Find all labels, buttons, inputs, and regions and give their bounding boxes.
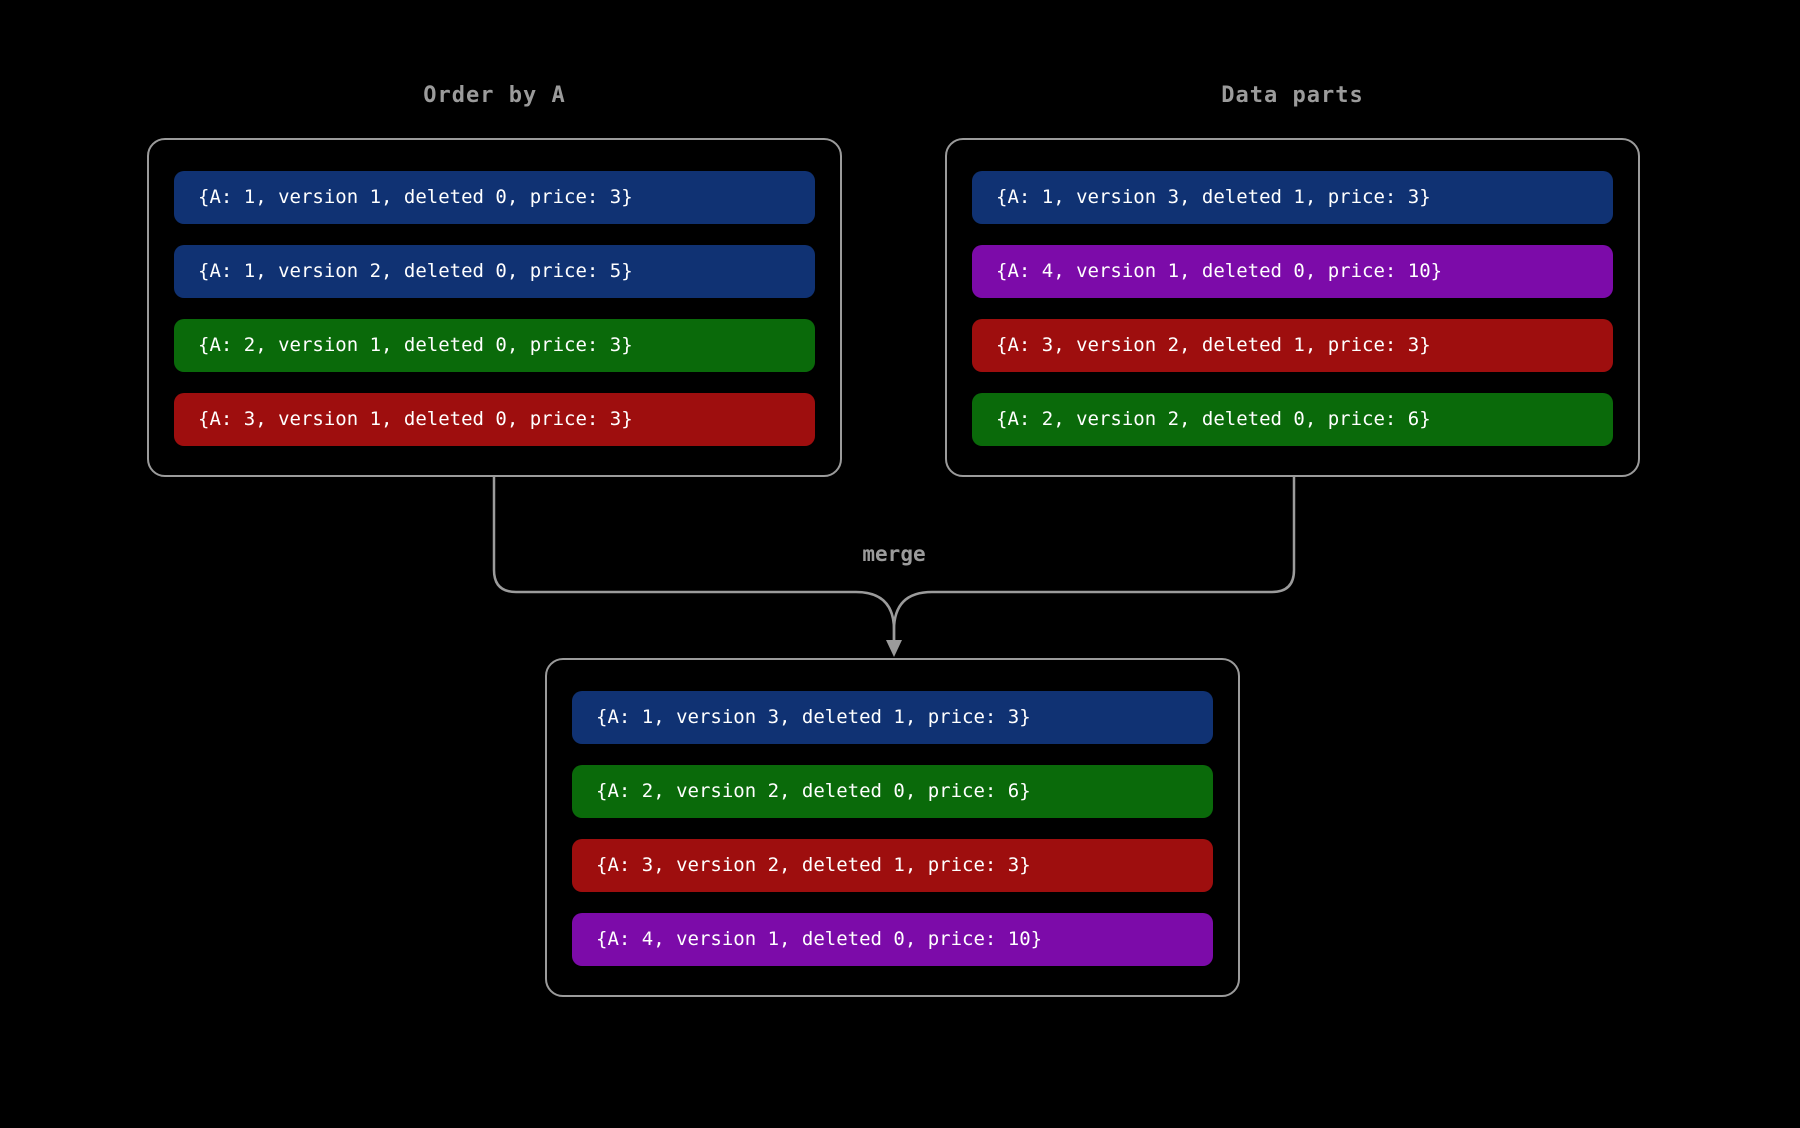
record-row: {A: 4, version 1, deleted 0, price: 10} bbox=[972, 245, 1613, 298]
record-text: {A: 1, version 3, deleted 1, price: 3} bbox=[996, 186, 1431, 208]
record-row: {A: 2, version 1, deleted 0, price: 3} bbox=[174, 319, 815, 372]
record-text: {A: 4, version 1, deleted 0, price: 10} bbox=[996, 260, 1443, 282]
record-row: {A: 2, version 2, deleted 0, price: 6} bbox=[572, 765, 1213, 818]
record-text: {A: 1, version 2, deleted 0, price: 5} bbox=[198, 260, 633, 282]
record-text: {A: 1, version 1, deleted 0, price: 3} bbox=[198, 186, 633, 208]
source-box-data-parts: Data parts {A: 1, version 3, deleted 1, … bbox=[945, 83, 1640, 477]
record-row: {A: 1, version 1, deleted 0, price: 3} bbox=[174, 171, 815, 224]
record-text: {A: 4, version 1, deleted 0, price: 10} bbox=[596, 928, 1043, 950]
record-row: {A: 4, version 1, deleted 0, price: 10} bbox=[572, 913, 1213, 966]
source-box-order-by-a: Order by A {A: 1, version 1, deleted 0, … bbox=[147, 83, 842, 477]
record-text: {A: 2, version 2, deleted 0, price: 6} bbox=[596, 780, 1031, 802]
record-row: {A: 1, version 3, deleted 1, price: 3} bbox=[972, 171, 1613, 224]
record-text: {A: 3, version 2, deleted 1, price: 3} bbox=[596, 854, 1031, 876]
arrowhead-icon bbox=[886, 640, 902, 657]
record-row: {A: 3, version 2, deleted 1, price: 3} bbox=[572, 839, 1213, 892]
record-row: {A: 2, version 2, deleted 0, price: 6} bbox=[972, 393, 1613, 446]
record-text: {A: 3, version 1, deleted 0, price: 3} bbox=[198, 408, 633, 430]
box-title-order-by-a: Order by A bbox=[423, 83, 566, 108]
record-text: {A: 1, version 3, deleted 1, price: 3} bbox=[596, 706, 1031, 728]
record-text: {A: 3, version 2, deleted 1, price: 3} bbox=[996, 334, 1431, 356]
record-row: {A: 1, version 3, deleted 1, price: 3} bbox=[572, 691, 1213, 744]
record-box-data-parts: {A: 1, version 3, deleted 1, price: 3} {A… bbox=[945, 138, 1640, 477]
box-title-data-parts: Data parts bbox=[1221, 83, 1364, 108]
merged-result-box: {A: 1, version 3, deleted 1, price: 3} {A… bbox=[545, 658, 1240, 997]
merge-label: merge bbox=[862, 542, 926, 566]
record-row: {A: 3, version 2, deleted 1, price: 3} bbox=[972, 319, 1613, 372]
record-row: {A: 1, version 2, deleted 0, price: 5} bbox=[174, 245, 815, 298]
record-row: {A: 3, version 1, deleted 0, price: 3} bbox=[174, 393, 815, 446]
record-box-order-by-a: {A: 1, version 1, deleted 0, price: 3} {A… bbox=[147, 138, 842, 477]
record-box-merged: {A: 1, version 3, deleted 1, price: 3} {A… bbox=[545, 658, 1240, 997]
record-text: {A: 2, version 2, deleted 0, price: 6} bbox=[996, 408, 1431, 430]
record-text: {A: 2, version 1, deleted 0, price: 3} bbox=[198, 334, 633, 356]
